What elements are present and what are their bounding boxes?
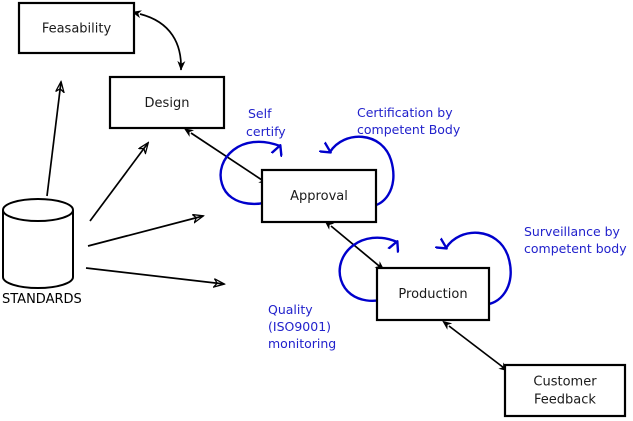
node-standards[interactable]	[1, 198, 74, 289]
annotation-surveillance-competent-body: Surveillance by competent body	[524, 224, 627, 256]
node-design[interactable]: Design	[108, 75, 226, 130]
node-production-label: Production	[398, 287, 467, 302]
loop-surveillance-competent-body	[446, 231, 512, 306]
node-design-label: Design	[145, 96, 190, 111]
node-customer-feedback-label-line2: Feedback	[534, 393, 596, 408]
flow-production-customerfeedback	[442, 320, 509, 372]
node-standards-label: STANDARDS	[2, 292, 82, 307]
node-approval[interactable]: Approval	[260, 168, 378, 224]
annotation-quality-line3: monitoring	[268, 336, 336, 351]
annotation-quality-line2: (ISO9001)	[268, 319, 331, 334]
node-customer-feedback-label-line1: Customer	[533, 375, 597, 390]
node-feasability-label: Feasability	[42, 22, 112, 37]
flow-design-approval	[183, 128, 269, 185]
annotation-surveillance-line1: Surveillance by	[524, 224, 621, 239]
flow-feasability-design	[131, 10, 186, 71]
flow-standards-to-approval	[87, 216, 203, 247]
node-customer-feedback[interactable]: Customer Feedback	[503, 363, 627, 418]
flow-standards-to-production	[85, 267, 224, 284]
annotation-certification-line1: Certification by	[357, 105, 453, 120]
annotation-surveillance-line2: competent body	[524, 241, 627, 256]
flow-standards-to-feasability	[46, 82, 61, 197]
node-approval-label: Approval	[290, 189, 348, 204]
annotation-quality-line1: Quality	[268, 302, 313, 317]
annotation-certification-line2: competent Body	[357, 122, 461, 137]
flow-approval-production	[324, 220, 385, 271]
node-production[interactable]: Production	[375, 266, 491, 322]
loop-certification-competent-body	[330, 135, 395, 208]
annotation-quality-monitoring: Quality (ISO9001) monitoring	[268, 302, 336, 351]
annotation-certification-competent-body: Certification by competent Body	[357, 105, 461, 137]
annotation-self-certify: Self certify	[246, 106, 286, 139]
loop-self-certify	[219, 140, 280, 206]
annotation-self-certify-line2: certify	[246, 124, 286, 139]
annotation-self-certify-line1: Self	[248, 106, 272, 121]
flow-standards-to-design	[89, 143, 148, 222]
node-feasability[interactable]: Feasability	[17, 1, 136, 55]
